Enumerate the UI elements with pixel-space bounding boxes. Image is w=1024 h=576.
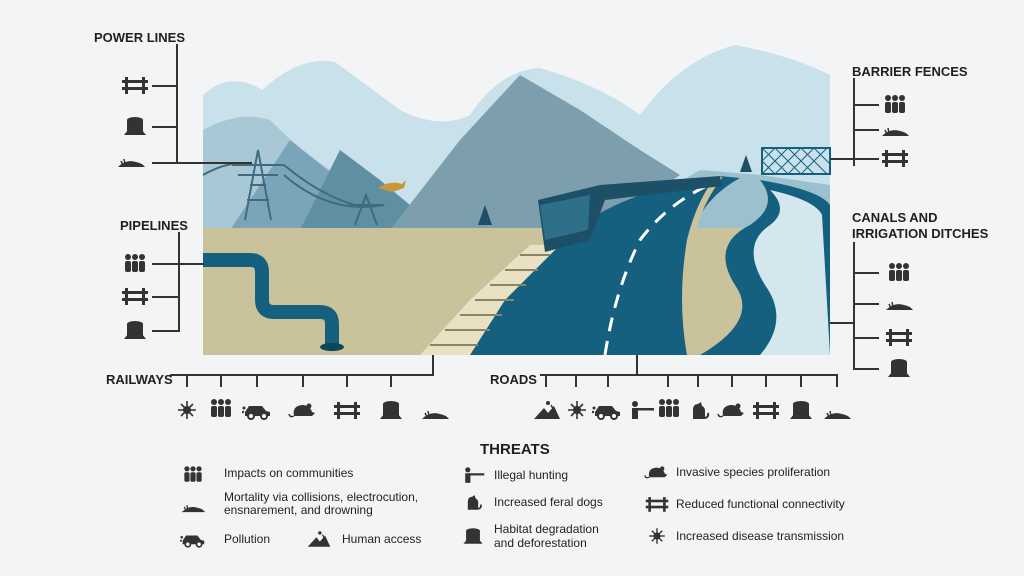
label-power-lines: POWER LINES	[94, 30, 186, 45]
label-pipelines: PIPELINES	[120, 218, 188, 233]
fence-icon	[644, 494, 670, 514]
label-roads: ROADS	[490, 372, 537, 387]
stump-icon	[120, 116, 150, 136]
people-icon	[180, 464, 206, 484]
dog-icon	[684, 400, 714, 420]
fence-icon	[884, 327, 914, 347]
legend-hunting: Illegal hunting	[494, 468, 569, 482]
legend-feral-dogs: Increased feral dogs	[494, 495, 603, 509]
fence-icon	[880, 148, 910, 168]
label-canals-line1: CANALS AND	[852, 210, 938, 225]
stump-icon	[376, 400, 406, 420]
pipelines-trunk	[178, 232, 180, 332]
legend-human-access: Human access	[342, 532, 422, 546]
virus-icon	[172, 400, 202, 420]
people-icon	[120, 253, 150, 273]
power-lines-trunk	[176, 44, 178, 164]
barrier-fences-trunk	[853, 78, 855, 166]
label-railways: RAILWAYS	[106, 372, 173, 387]
legend-habitat-line1: Habitat degradation	[494, 522, 599, 536]
roads-bar	[540, 374, 838, 376]
people-icon	[654, 398, 684, 418]
fence-icon	[332, 400, 362, 420]
hunter-icon	[460, 465, 486, 485]
legend-mortality-line2: ensnarement, and drowning	[224, 503, 373, 517]
legend-pollution: Pollution	[224, 532, 271, 546]
hunter-icon	[626, 400, 656, 420]
legend-disease: Increased disease transmission	[676, 529, 845, 543]
legend-connectivity: Reduced functional connectivity	[676, 497, 845, 511]
dead-animal-icon	[180, 496, 206, 516]
dead-animal-icon	[880, 119, 910, 139]
stump-icon	[120, 320, 150, 340]
legend-title: THREATS	[480, 441, 550, 458]
legend-habitat-line2: and deforestation	[494, 536, 587, 550]
stump-icon	[786, 400, 816, 420]
rat-icon	[644, 462, 670, 482]
stump-icon	[884, 358, 914, 378]
hiker-icon	[532, 400, 562, 420]
dead-animal-icon	[116, 150, 146, 170]
fence-icon	[120, 75, 150, 95]
hiker-icon	[306, 529, 332, 549]
label-barrier-fences: BARRIER FENCES	[852, 64, 968, 79]
rat-icon	[288, 400, 318, 420]
car-pollution-icon	[242, 400, 272, 420]
fence-icon	[751, 400, 781, 420]
virus-icon	[562, 400, 592, 420]
fence-icon	[120, 286, 150, 306]
canals-trunk	[853, 242, 855, 370]
label-canals-line2: IRRIGATION DITCHES	[852, 226, 989, 241]
legend-communities: Impacts on communities	[224, 466, 354, 480]
virus-icon	[644, 526, 670, 546]
dead-animal-icon	[884, 293, 914, 313]
legend-invasive: Invasive species proliferation	[676, 465, 831, 479]
people-icon	[206, 398, 236, 418]
people-icon	[880, 94, 910, 114]
rat-icon	[717, 400, 747, 420]
dead-animal-icon	[420, 402, 450, 422]
people-icon	[884, 262, 914, 282]
car-pollution-icon	[180, 529, 206, 549]
dog-icon	[460, 492, 486, 512]
stump-icon	[460, 526, 486, 546]
legend-mortality-line1: Mortality via collisions, electrocution,	[224, 490, 419, 504]
dead-animal-icon	[822, 402, 852, 422]
car-pollution-icon	[592, 400, 622, 420]
